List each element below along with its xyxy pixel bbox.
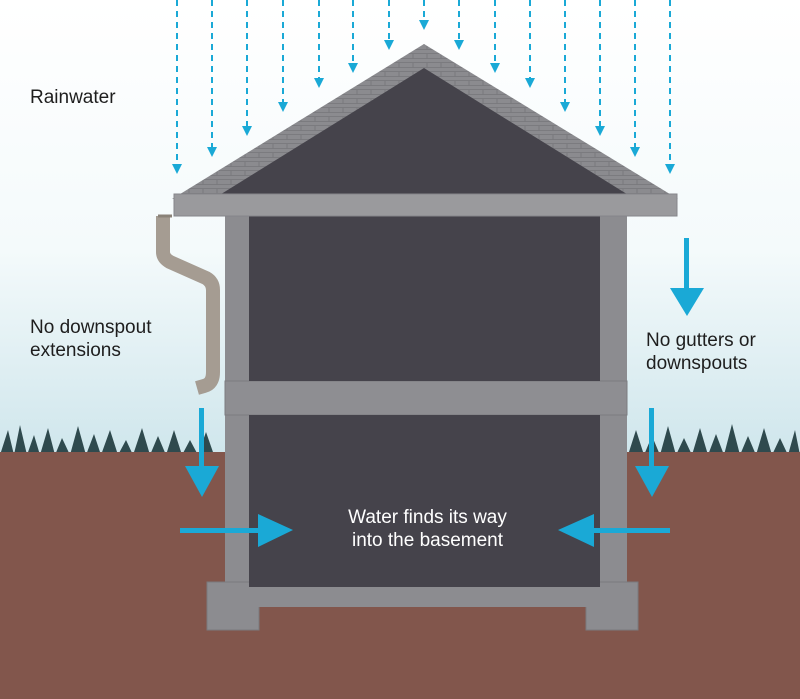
- rain-arrow-head: [384, 40, 394, 50]
- rain-arrow-head: [454, 40, 464, 50]
- label-line: No gutters or: [646, 330, 756, 351]
- rain-arrow-head: [490, 63, 500, 73]
- downspout-pipe: [156, 216, 220, 395]
- label-line: Water finds its way: [348, 507, 507, 528]
- label-rainwater: Rainwater: [30, 87, 116, 108]
- label-line: into the basement: [351, 530, 504, 551]
- label-no-downspout-extensions: No downspout extensions: [30, 316, 190, 362]
- rain-arrow-head: [278, 102, 288, 112]
- rain-arrow-head: [348, 63, 358, 73]
- floor-slab: [224, 380, 628, 416]
- rain-arrow-head: [595, 126, 605, 136]
- rain-arrow-head: [314, 78, 324, 88]
- water-arrow-down-right: [635, 408, 669, 497]
- rain-arrow-head: [242, 126, 252, 136]
- label-line: downspouts: [646, 353, 748, 374]
- label-line: extensions: [30, 340, 121, 361]
- rain-arrow-head: [525, 78, 535, 88]
- water-arrow-down-left: [185, 408, 219, 497]
- rain-arrow-head: [419, 20, 429, 30]
- rain-arrows: [172, 0, 675, 174]
- water-arrow-down-right-upper: [670, 238, 704, 316]
- upper-room: [249, 212, 600, 381]
- label-water-into-basement: Water finds its way into the basement: [320, 506, 535, 552]
- label-no-gutters: No gutters or downspouts: [646, 329, 800, 375]
- water-arrow-into-basement-left: [180, 514, 293, 547]
- rain-arrow-head: [630, 147, 640, 157]
- roof: [172, 44, 678, 217]
- water-arrow-into-basement-right: [558, 514, 670, 547]
- grass: [0, 424, 800, 455]
- rain-arrow-head: [172, 164, 182, 174]
- rain-arrow-head: [665, 164, 675, 174]
- basement-room: [249, 415, 600, 587]
- water-arrows: [180, 238, 704, 547]
- roof-fascia: [173, 193, 678, 217]
- label-line: No downspout: [30, 317, 152, 338]
- rain-arrow-head: [207, 147, 217, 157]
- rain-arrow-head: [560, 102, 570, 112]
